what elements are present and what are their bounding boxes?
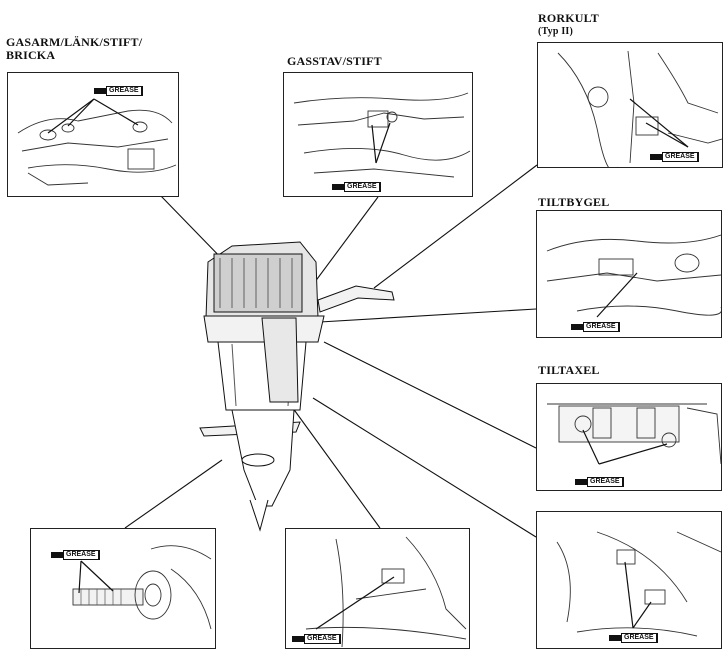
grease-label: GREASE	[106, 85, 142, 96]
label-throttle-arm: GASARM/LÄNK/STIFT/ BRICKA	[6, 36, 142, 62]
label-throttle-arm-line1: GASARM/LÄNK/STIFT/	[6, 35, 143, 49]
detail-box-tilt-shaft: GREASE	[536, 383, 722, 491]
leader-tiller	[373, 164, 538, 289]
grease-tag-tilt-bracket: GREASE	[571, 321, 621, 332]
throttle-rod-illustration	[293, 92, 471, 178]
leader-lower-right	[312, 397, 537, 538]
grease-label: GREASE	[63, 549, 99, 560]
detail-box-propeller-shaft: GREASE	[30, 528, 216, 649]
throttle-arm-illustration	[17, 98, 177, 186]
label-throttle-arm-line2: BRICKA	[6, 48, 56, 62]
label-tilt-shaft: TILTAXEL	[538, 363, 600, 377]
label-tiller-line1: RORKULT	[538, 11, 599, 25]
grease-label: GREASE	[587, 476, 623, 487]
grease-label: GREASE	[621, 632, 657, 643]
leader-tilt-bracket	[319, 308, 537, 323]
detail-box-tiller: GREASE	[537, 42, 723, 168]
detail-box-throttle-rod: GREASE	[283, 72, 473, 197]
label-throttle-rod: GASSTAV/STIFT	[287, 54, 382, 68]
grease-tag-lower-right: GREASE	[609, 632, 659, 643]
grease-label: GREASE	[344, 181, 380, 192]
label-tiller: RORKULT (Typ II)	[538, 12, 599, 38]
grease-tag-propeller-shaft: GREASE	[51, 549, 101, 560]
detail-box-lower-middle: GREASE	[285, 528, 470, 649]
grease-tag-throttle-rod: GREASE	[332, 181, 382, 192]
tiller-illustration	[557, 50, 722, 167]
lower-right-illustration	[556, 531, 721, 637]
detail-box-lower-right: GREASE	[536, 511, 722, 649]
lower-middle-illustration	[305, 536, 467, 648]
grease-label: GREASE	[662, 151, 698, 162]
tilt-shaft-illustration	[547, 403, 721, 465]
propeller-shaft-illustration	[72, 545, 212, 630]
grease-tag-tilt-shaft: GREASE	[575, 476, 625, 487]
label-tilt-bracket: TILTBYGEL	[538, 195, 610, 209]
label-tiller-line2: (Typ II)	[538, 26, 574, 37]
grease-label: GREASE	[583, 321, 619, 332]
grease-tag-lower-middle: GREASE	[292, 633, 342, 644]
detail-box-throttle-arm: GREASE	[7, 72, 179, 197]
grease-tag-throttle-arm: GREASE	[94, 85, 144, 96]
detail-box-tilt-bracket: GREASE	[536, 210, 722, 338]
outboard-motor-drawing	[199, 241, 395, 532]
leader-tilt-shaft	[323, 341, 537, 449]
leader-propshaft	[124, 459, 223, 529]
grease-tag-tiller: GREASE	[650, 151, 700, 162]
tilt-bracket-illustration	[546, 234, 721, 318]
grease-label: GREASE	[304, 633, 340, 644]
leader-lower-middle	[286, 399, 381, 529]
